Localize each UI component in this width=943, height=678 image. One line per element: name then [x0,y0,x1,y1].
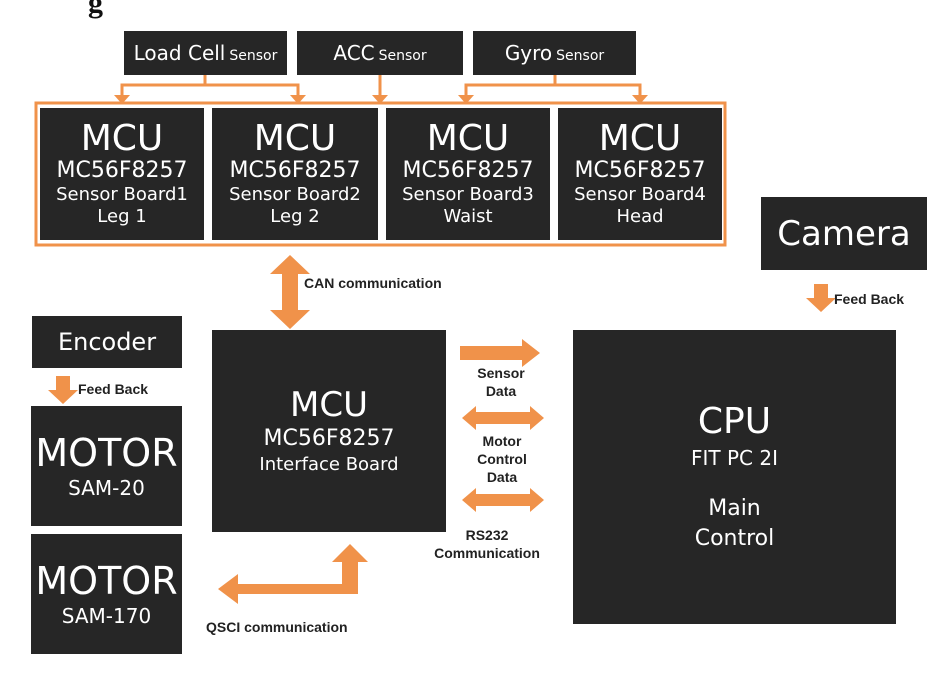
motor-sam170: MOTOR SAM-170 [31,534,182,654]
acc-suffix: Sensor [378,48,427,64]
motor-data-line-1: Motor [482,433,522,449]
sensor-data-label: Sensor Data [466,364,536,400]
sensor-data-arrow [460,339,540,367]
motor-1-model: SAM-20 [68,476,145,500]
camera-box: Camera [761,197,927,270]
gyro-suffix: Sensor [556,48,605,64]
sensor-board-3-title: MCU [426,118,510,159]
acc-label: ACC [333,41,375,65]
sensor-board-4-name: Sensor Board4 [574,184,706,205]
motor-data-label: Motor Control Data [462,432,542,486]
sensor-board-3-location: Waist [443,206,493,227]
sensor-board-3-model: MC56F8257 [402,158,534,183]
motor-2-model: SAM-170 [61,604,152,628]
sensor-data-line-1: Sensor [477,365,525,381]
sensor-board-1-location: Leg 1 [97,206,147,227]
load-cell-suffix: Sensor [229,48,278,64]
rs232-line-2: Communication [434,545,540,561]
encoder-label: Encoder [57,328,157,356]
interface-board-name: Interface Board [259,454,399,475]
cpu-box: CPU FIT PC 2I Main Control [573,330,896,624]
sensor-board-1-name: Sensor Board1 [56,184,188,205]
sensor-board-2-name: Sensor Board2 [229,184,361,205]
sensor-board-4-title: MCU [598,118,682,159]
sensor-board-2: MCU MC56F8257 Sensor Board2 Leg 2 [212,108,378,240]
encoder-feedback-label: Feed Back [78,381,149,397]
sensor-board-3: MCU MC56F8257 Sensor Board3 Waist [386,108,550,240]
gyro-label: Gyro [504,41,553,65]
motor-sam20: MOTOR SAM-20 [31,406,182,526]
camera-label: Camera [777,213,911,254]
qsci-arrow [218,544,368,604]
motor-data-line-2: Control [477,451,527,467]
interface-title: MCU [290,385,368,425]
sensor-board-1: MCU MC56F8257 Sensor Board1 Leg 1 [40,108,204,240]
sensor-bus-arrowheads [114,95,648,104]
motor-data-arrow [462,406,544,430]
sensor-board-frame [34,101,727,247]
sensor-board-3-name: Sensor Board3 [402,184,534,205]
sensor-data-line-2: Data [485,383,517,399]
motor-data-line-3: Data [486,469,518,485]
sensor-board-1-model: MC56F8257 [56,158,188,183]
cpu-role-line-2: Control [694,526,775,551]
clipped-heading: g [88,0,103,19]
sensor-board-1-title: MCU [80,118,164,159]
interface-board: MCU MC56F8257 Interface Board [212,330,446,532]
camera-feedback-label: Feed Back [834,291,905,307]
rs232-line-1: RS232 [465,527,509,543]
rs232-arrow [462,488,544,512]
camera-feedback-arrow [806,284,836,312]
can-double-arrow [270,255,310,329]
cpu-title: CPU [697,401,772,442]
sensor-board-2-model: MC56F8257 [229,158,361,183]
load-cell-label: Load Cell [133,41,226,65]
encoder-feedback-arrow [48,376,78,404]
motor-2-title: MOTOR [35,559,178,603]
cpu-role-line-1: Main [708,496,761,521]
motor-1-title: MOTOR [35,431,178,475]
encoder-box: Encoder [32,316,182,368]
sensor-board-2-title: MCU [253,118,337,159]
sensor-board-4-location: Head [616,206,664,227]
rs232-label: RS232 Communication [420,526,554,562]
can-label: CAN communication [304,275,442,291]
sensor-board-2-location: Leg 2 [270,206,320,227]
interface-model: MC56F8257 [263,426,395,451]
sensor-board-4: MCU MC56F8257 Sensor Board4 Head [558,108,722,240]
cpu-model: FIT PC 2I [691,446,778,470]
qsci-label: QSCI communication [206,619,348,635]
sensor-board-4-model: MC56F8257 [574,158,706,183]
